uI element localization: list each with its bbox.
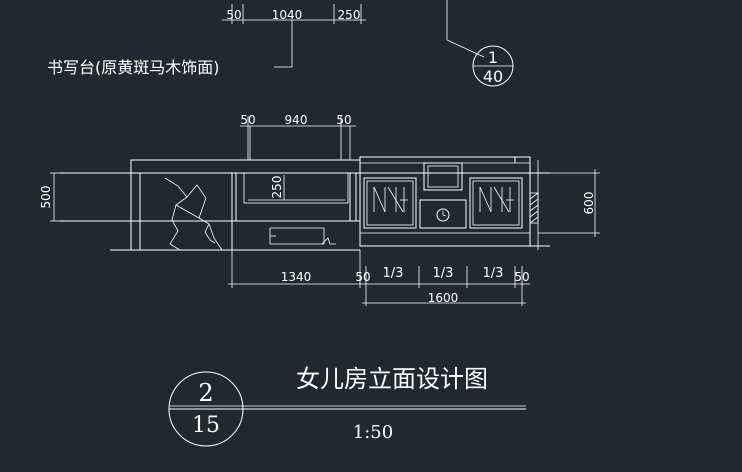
inner-dim-250: 250 bbox=[270, 176, 284, 199]
upper-dim-50-right: 50 bbox=[336, 113, 351, 127]
upper-dim-940: 940 bbox=[285, 113, 308, 127]
bottom-dim-third-3: 1/3 bbox=[483, 266, 504, 281]
upper-dim-50-left: 50 bbox=[240, 113, 255, 127]
detail-reference-bubble: 1 40 bbox=[446, 0, 514, 87]
drawing-scale: 1:50 bbox=[353, 422, 393, 443]
left-dimension: 500 bbox=[39, 172, 60, 222]
bottom-dim-50-right: 50 bbox=[514, 270, 529, 284]
left-dim-500: 500 bbox=[39, 186, 53, 209]
top-dim-250: 250 bbox=[338, 8, 361, 22]
detail-ref-top: 1 bbox=[488, 48, 498, 67]
elevation-body: 250 bbox=[60, 159, 550, 251]
bottom-dim-third-2: 1/3 bbox=[433, 266, 454, 281]
bottom-dim-1340: 1340 bbox=[281, 270, 312, 284]
right-dimension: 600 bbox=[538, 169, 600, 237]
desk-leader: 书写台(原黄斑马木饰面) bbox=[47, 20, 293, 77]
top-dim-1040: 1040 bbox=[272, 8, 303, 22]
bottom-dim-third-1: 1/3 bbox=[383, 266, 404, 281]
desk-label: 书写台(原黄斑马木饰面) bbox=[47, 58, 220, 77]
top-dim-50: 50 bbox=[226, 8, 241, 22]
sheet-number: 15 bbox=[192, 413, 220, 438]
bottom-dimension-group: 1340 50 1/3 1/3 1/3 50 1600 bbox=[228, 250, 530, 306]
bottom-dim-50-left: 50 bbox=[355, 270, 370, 284]
top-dimension-group: 50 1040 250 bbox=[222, 4, 366, 24]
upper-dimension-group: 50 940 50 bbox=[240, 113, 356, 160]
right-cabinet bbox=[359, 156, 539, 250]
right-dim-600: 600 bbox=[582, 192, 596, 215]
bottom-dim-1600: 1600 bbox=[428, 291, 459, 305]
drawing-number: 2 bbox=[198, 379, 213, 407]
drawing-title: 女儿房立面设计图 bbox=[296, 365, 488, 393]
title-block: 2 15 女儿房立面设计图 1:50 bbox=[168, 365, 526, 447]
detail-ref-bottom: 40 bbox=[483, 67, 503, 86]
